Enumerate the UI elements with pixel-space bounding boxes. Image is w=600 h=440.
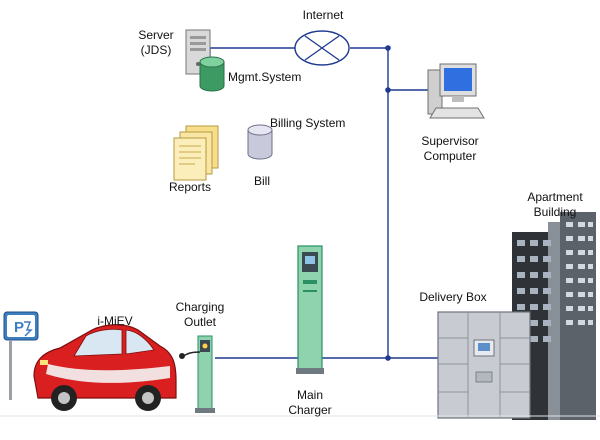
charging-outlet-icon bbox=[179, 335, 215, 413]
junction-dot bbox=[385, 87, 391, 93]
charging-outlet-label: Charging Outlet bbox=[172, 300, 228, 330]
server-label-line1: Server bbox=[138, 28, 174, 42]
apartment-label-line1: Apartment bbox=[527, 190, 583, 204]
supervisor-computer-icon bbox=[427, 63, 485, 119]
delivery-box-icon bbox=[437, 311, 531, 419]
apartment-label: Apartment Building bbox=[524, 190, 586, 220]
charging-outlet-label-line2: Outlet bbox=[183, 315, 216, 329]
main-charger-label-line2: Charger bbox=[288, 403, 332, 417]
server-icon bbox=[185, 29, 211, 75]
supervisor-label-line2: Computer bbox=[423, 149, 477, 163]
parking-sign-icon: P bbox=[3, 311, 39, 400]
imiev-label: i-MiEV bbox=[97, 314, 133, 328]
junction-dot bbox=[385, 355, 391, 361]
internet-icon bbox=[294, 30, 350, 66]
supervisor-label-line1: Supervisor bbox=[421, 134, 479, 148]
imiev-car-icon bbox=[33, 324, 177, 411]
charging-outlet-label-line1: Charging bbox=[175, 300, 225, 314]
mgmt-system-label: Mgmt.System bbox=[228, 70, 302, 84]
mgmt-database-icon bbox=[199, 56, 225, 92]
network-lines bbox=[209, 47, 438, 359]
junction-dot bbox=[385, 45, 391, 51]
supervisor-label: Supervisor Computer bbox=[418, 134, 482, 164]
reports-icon bbox=[173, 125, 219, 181]
server-label-line2: (JDS) bbox=[140, 43, 172, 57]
main-charger-icon bbox=[296, 245, 324, 374]
parking-sign-label: P bbox=[14, 319, 24, 336]
billing-system-label: Billing System bbox=[270, 116, 346, 130]
main-charger-label-line1: Main bbox=[296, 388, 323, 402]
reports-label: Reports bbox=[168, 180, 212, 194]
junction-dots bbox=[385, 45, 391, 361]
billing-database-icon bbox=[247, 124, 273, 160]
main-charger-label: Main Charger bbox=[284, 388, 336, 418]
bill-label: Bill bbox=[253, 174, 270, 188]
internet-label: Internet bbox=[302, 8, 344, 22]
server-label: Server (JDS) bbox=[130, 28, 182, 58]
apartment-label-line2: Building bbox=[533, 205, 577, 219]
delivery-box-label: Delivery Box bbox=[419, 290, 487, 304]
